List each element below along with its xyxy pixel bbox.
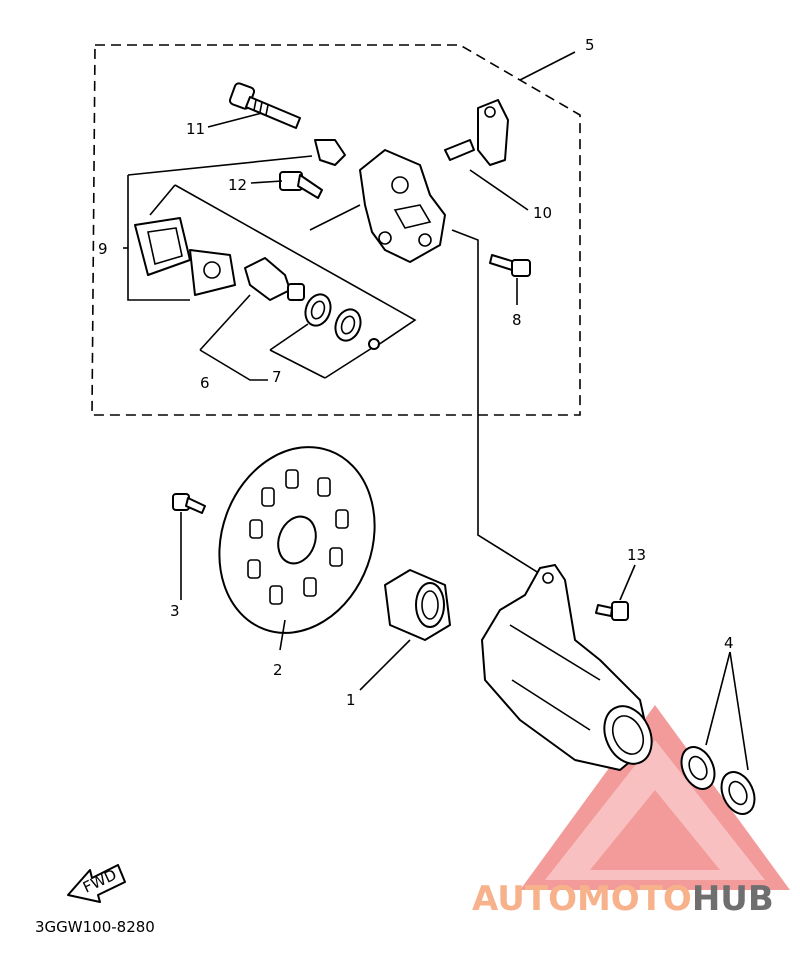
- label-3: 3: [170, 602, 180, 620]
- label-6: 6: [200, 374, 210, 392]
- label-4: 4: [724, 634, 734, 652]
- bolt-13[interactable]: [595, 564, 636, 621]
- pin-bolt-11[interactable]: [228, 82, 301, 129]
- bleed-screw-12[interactable]: [279, 171, 323, 199]
- lock-nuts-4[interactable]: [675, 651, 761, 819]
- brake-pads-9[interactable]: [134, 217, 236, 296]
- rotor-bolt-3[interactable]: [172, 493, 206, 600]
- support-bracket-10[interactable]: [444, 99, 509, 166]
- seal-kit-7[interactable]: [301, 291, 380, 350]
- retaining-clip[interactable]: [314, 139, 346, 166]
- hub-1[interactable]: [359, 569, 451, 691]
- watermark-text: AUTOMOTOHUB: [472, 879, 774, 919]
- axle-housing[interactable]: [481, 564, 661, 771]
- label-9: 9: [98, 240, 108, 258]
- watermark-logo-icon: [520, 705, 790, 890]
- label-8: 8: [512, 311, 522, 329]
- caliper-assembly-boundary: [91, 44, 581, 416]
- caliper-body-5[interactable]: [359, 149, 446, 263]
- leader-lines: [123, 51, 576, 581]
- label-7: 7: [272, 368, 282, 386]
- part-labels: 1 2 3 4 5 6 7 8 9 10 11 12 13: [98, 36, 734, 709]
- label-12: 12: [228, 176, 247, 194]
- fwd-arrow-icon: FWD: [67, 864, 126, 903]
- bolt-8[interactable]: [489, 254, 531, 277]
- diagram-code: 3GGW100-8280: [35, 918, 155, 936]
- label-10: 10: [533, 204, 552, 222]
- watermark-text-part2: HUB: [692, 879, 774, 919]
- label-11: 11: [186, 120, 205, 138]
- label-1: 1: [346, 691, 356, 709]
- label-2: 2: [273, 661, 283, 679]
- label-13: 13: [627, 546, 646, 564]
- brake-disc-2[interactable]: [194, 425, 400, 655]
- piston-6[interactable]: [244, 257, 305, 301]
- watermark-text-part1: AUTOMOTO: [472, 879, 692, 919]
- label-5: 5: [585, 36, 595, 54]
